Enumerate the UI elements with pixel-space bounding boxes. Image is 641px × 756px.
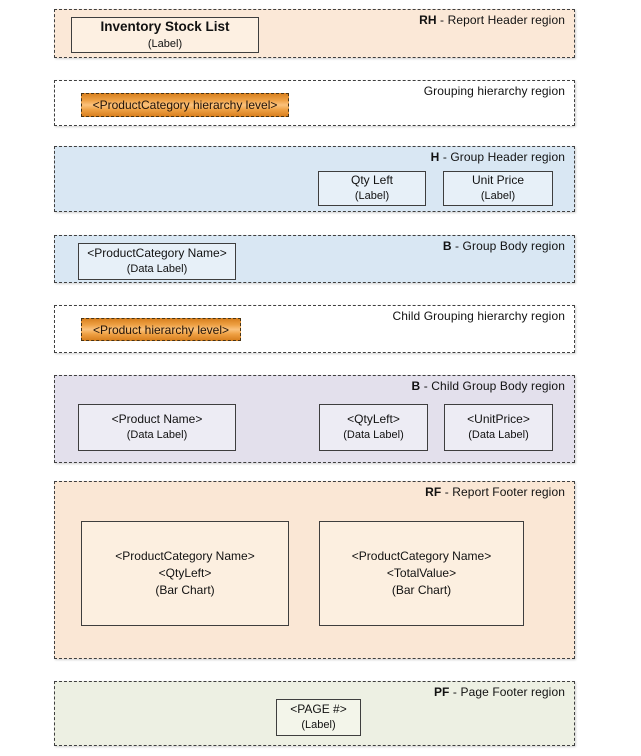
label-report-title-kind: (Label) bbox=[147, 37, 183, 50]
region-label-report-header: RH - Report Header region bbox=[419, 13, 565, 27]
bar-chart-qtyleft-line1: <ProductCategory Name> bbox=[115, 549, 255, 564]
region-label-text: Grouping hierarchy region bbox=[423, 84, 565, 98]
bar-chart-qtyleft: <ProductCategory Name> <QtyLeft> (Bar Ch… bbox=[81, 521, 289, 626]
data-label-qtyleft-kind: (Data Label) bbox=[343, 429, 404, 442]
region-label-group-body: B - Group Body region bbox=[443, 239, 565, 253]
data-label-unitprice-kind: (Data Label) bbox=[468, 429, 529, 442]
region-label-prefix: H bbox=[430, 150, 440, 164]
grouping-band-product: <Product hierarchy level> bbox=[81, 318, 241, 341]
region-label-text: - Child Group Body region bbox=[420, 379, 565, 393]
data-label-qtyleft-text: <QtyLeft> bbox=[347, 412, 400, 427]
region-label-text: Child Grouping hierarchy region bbox=[392, 309, 565, 323]
region-label-prefix: RF bbox=[425, 485, 442, 499]
region-label-text: - Report Footer region bbox=[441, 485, 565, 499]
bar-chart-totalvalue-line1: <ProductCategory Name> bbox=[351, 549, 492, 564]
bar-chart-totalvalue-line2: <TotalValue> bbox=[386, 566, 457, 581]
region-report-header: RH - Report Header region Inventory Stoc… bbox=[54, 9, 575, 58]
label-qty-left-text: Qty Left bbox=[350, 173, 394, 188]
bar-chart-qtyleft-kind: (Bar Chart) bbox=[155, 582, 215, 597]
region-label-grouping: Grouping hierarchy region bbox=[424, 84, 565, 98]
region-label-report-footer: RF - Report Footer region bbox=[425, 485, 565, 499]
label-unit-price-kind: (Label) bbox=[480, 190, 516, 203]
bar-chart-totalvalue-kind: (Bar Chart) bbox=[391, 582, 452, 597]
region-child-grouping-hierarchy: Child Grouping hierarchy region <Product… bbox=[54, 305, 575, 353]
grouping-band-text: <ProductCategory hierarchy level> bbox=[92, 98, 278, 112]
region-child-group-body: B - Child Group Body region <Product Nam… bbox=[54, 375, 575, 463]
region-label-text: - Group Body region bbox=[451, 239, 565, 253]
label-qty-left-kind: (Label) bbox=[354, 190, 390, 203]
region-label-child-group-body: B - Child Group Body region bbox=[412, 379, 565, 393]
data-label-product-name-text: <Product Name> bbox=[111, 412, 203, 427]
data-label-productcategory-name: <ProductCategory Name> (Data Label) bbox=[78, 243, 236, 280]
region-group-header: H - Group Header region Qty Left (Label)… bbox=[54, 146, 575, 212]
region-label-text: - Report Header region bbox=[436, 13, 565, 27]
data-label-qtyleft: <QtyLeft> (Data Label) bbox=[319, 404, 428, 451]
region-group-body: B - Group Body region <ProductCategory N… bbox=[54, 235, 575, 283]
region-label-group-header: H - Group Header region bbox=[431, 150, 565, 164]
label-unit-price-text: Unit Price bbox=[471, 173, 524, 188]
region-label-prefix: RH bbox=[419, 13, 437, 27]
label-page-number-text: <PAGE #> bbox=[290, 702, 347, 717]
data-label-productcategory-kind: (Data Label) bbox=[126, 263, 188, 276]
data-label-unitprice-text: <UnitPrice> bbox=[467, 412, 530, 427]
region-label-page-footer: PF - Page Footer region bbox=[434, 685, 565, 699]
region-page-footer: PF - Page Footer region <PAGE #> (Label) bbox=[54, 681, 575, 746]
label-page-number: <PAGE #> (Label) bbox=[276, 699, 361, 736]
label-report-title: Inventory Stock List (Label) bbox=[71, 17, 259, 53]
bar-chart-totalvalue: <ProductCategory Name> <TotalValue> (Bar… bbox=[319, 521, 524, 626]
region-label-prefix: B bbox=[411, 379, 421, 393]
label-unit-price: Unit Price (Label) bbox=[443, 171, 553, 206]
grouping-band-productcategory: <ProductCategory hierarchy level> bbox=[81, 93, 289, 117]
region-label-text: - Page Footer region bbox=[449, 685, 565, 699]
data-label-product-name-kind: (Data Label) bbox=[126, 429, 188, 442]
data-label-product-name: <Product Name> (Data Label) bbox=[78, 404, 236, 451]
region-grouping-hierarchy: Grouping hierarchy region <ProductCatego… bbox=[54, 80, 575, 126]
region-report-footer: RF - Report Footer region <ProductCatego… bbox=[54, 481, 575, 659]
region-label-text: - Group Header region bbox=[439, 150, 565, 164]
region-label-child-grouping: Child Grouping hierarchy region bbox=[392, 309, 565, 323]
bar-chart-qtyleft-line2: <QtyLeft> bbox=[158, 566, 212, 581]
grouping-band-text: <Product hierarchy level> bbox=[92, 322, 230, 337]
region-label-prefix: B bbox=[442, 239, 452, 253]
data-label-unitprice: <UnitPrice> (Data Label) bbox=[444, 404, 553, 451]
label-report-title-text: Inventory Stock List bbox=[100, 18, 230, 34]
data-label-productcategory-text: <ProductCategory Name> bbox=[87, 246, 227, 261]
region-label-prefix: PF bbox=[433, 685, 450, 699]
label-qty-left: Qty Left (Label) bbox=[318, 171, 426, 206]
label-page-number-kind: (Label) bbox=[301, 719, 336, 732]
